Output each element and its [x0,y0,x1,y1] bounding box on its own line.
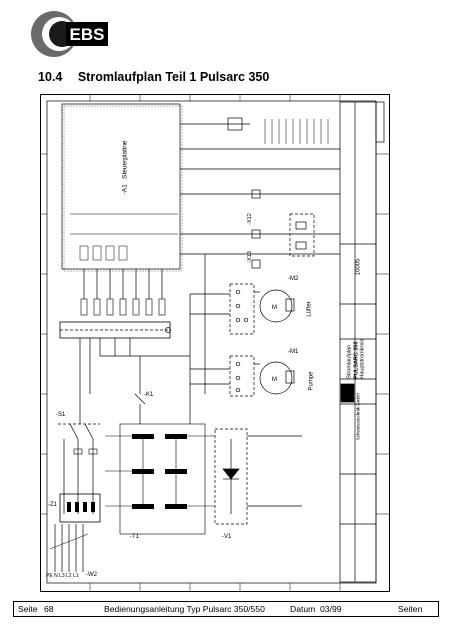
footer-page-number: 68 [44,604,54,614]
footer-date: 03/99 [320,604,342,614]
logo-text: EBS [70,25,105,44]
svg-text:M: M [272,377,277,383]
title-block-line-1: Stromlaufplan [346,344,353,379]
section-number: 10.4 [38,70,63,84]
fan-motor-id: -M2 [288,276,299,282]
svg-text:M: M [272,305,277,311]
title-block: Stromlaufplan PULSARC 350 Hauptstromkrei… [346,339,366,379]
control-board [61,103,181,270]
fan-motor [259,289,293,323]
company-name: Schweisstechnik GmbH [355,392,361,441]
section-title: Stromlaufplan Teil 1 Pulsarc 350 [77,70,270,84]
board-id: -A1 [121,184,129,195]
footer-manual-title: Bedienungsanleitung Typ Pulsarc 350/550 [104,604,265,614]
title-block-line-3: Hauptstromkreis [359,338,366,379]
circuit-diagram: M M -A1 Steuerplatine - [40,94,390,592]
footer-page-label: Seite [18,604,38,614]
pump-motor-id: -M1 [288,349,299,355]
mains-labels: PE N L3 L2 L1 [46,573,79,579]
footer-pages-label: Seiten [398,604,423,614]
company-logo: EBS [30,6,110,62]
mains-switch-label: -S1 [56,412,66,418]
terminal-x13-label: -X13 [246,251,253,263]
board-name: Steuerplatine [121,140,129,179]
footer-date-label: Datum [290,604,316,614]
page-footer: Seite 68 Bedienungsanleitung Typ Pulsarc… [13,601,439,617]
plug-label: -W2 [86,572,97,578]
pump-label: Pumpe [308,371,315,391]
terminal-x12-label: -X12 [246,213,253,225]
fan-label: Lüfter [306,301,313,317]
transformer-label: -T1 [130,534,139,540]
fuse-block-label: -Z1 [48,502,57,508]
relay-k1-label: -K1 [144,392,154,398]
drawing-number: 10005 [355,258,362,276]
rectifier-label: -V1 [222,534,232,540]
pump-motor [259,361,293,395]
section-heading: 10.4 Stromlaufplan Teil 1 Pulsarc 350 [38,70,269,84]
